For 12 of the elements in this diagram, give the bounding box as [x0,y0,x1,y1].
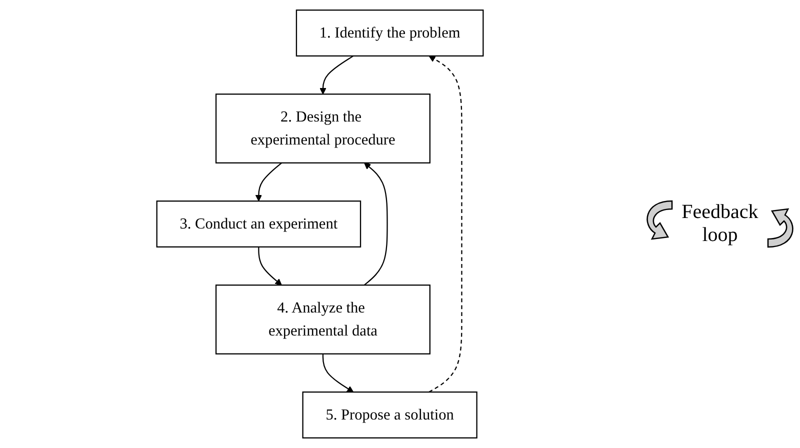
node-box: 5. Propose a solution [302,391,478,438]
node-box: 1. Identify the problem [296,10,484,57]
feedback-loop-label: Feedback loop [680,201,760,247]
arrow [255,162,282,202]
arrow [428,56,462,393]
arrow [322,354,354,392]
node-box: 3. Conduct an experiment [156,200,362,248]
arrow [364,162,388,286]
arrow [320,55,354,94]
node-box: 2. Design the experimental procedure [215,94,430,164]
node-box: 4. Analyze the experimental data [215,284,430,354]
arrow [258,246,282,286]
